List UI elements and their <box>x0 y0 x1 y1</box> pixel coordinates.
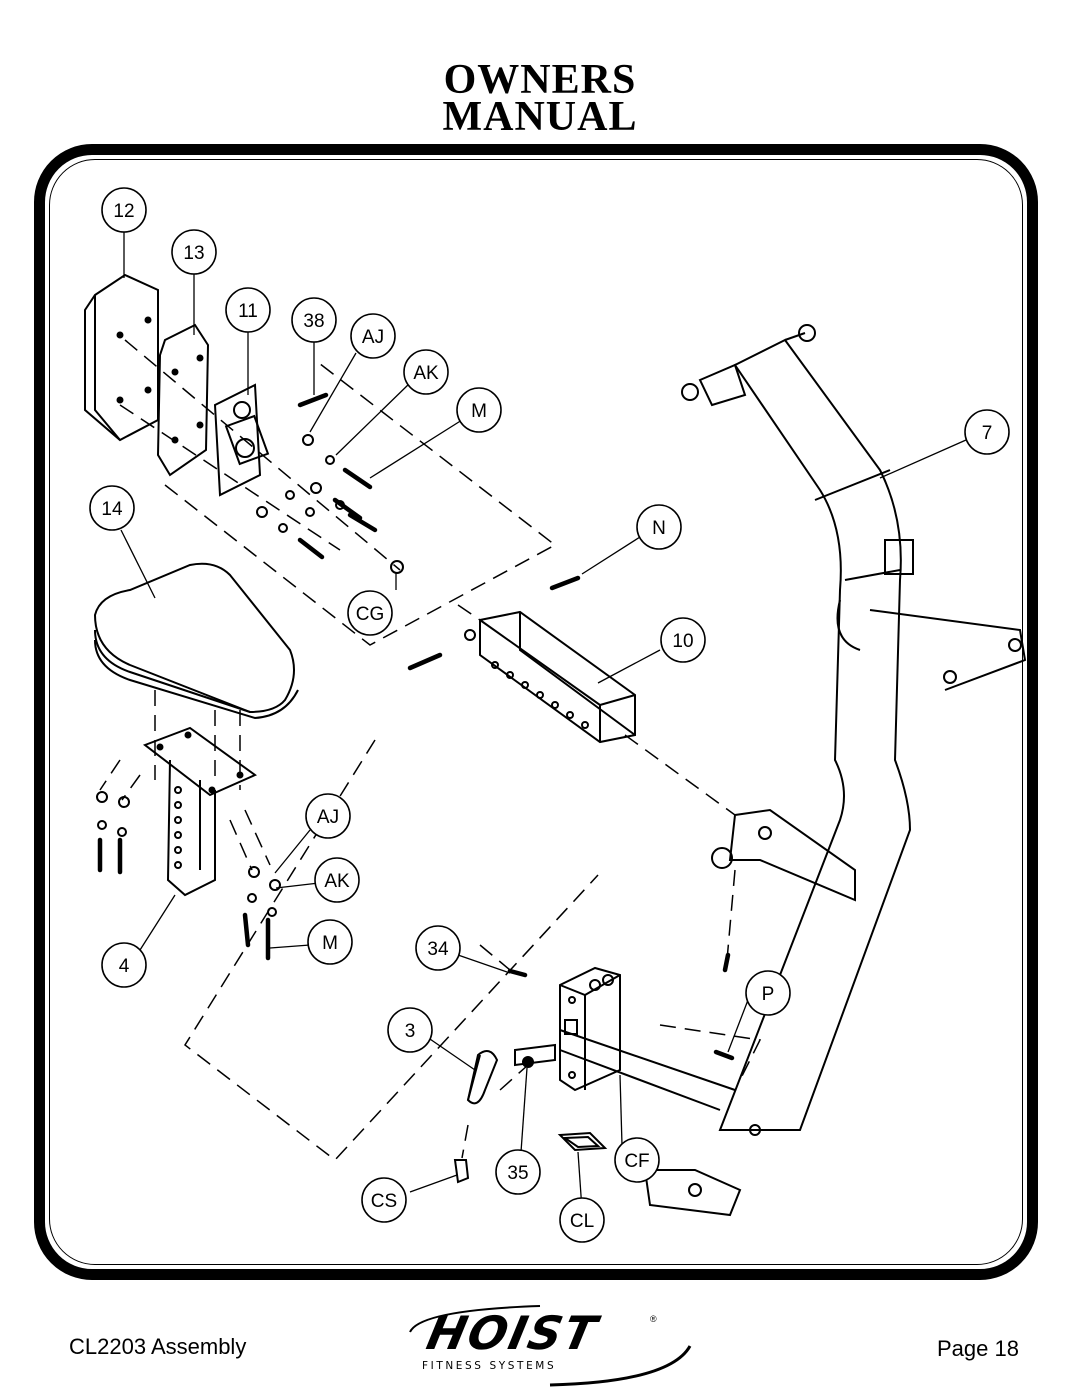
callout-p-circle <box>745 970 791 1016</box>
seat-post-part-4 <box>142 726 257 897</box>
callout-cs: CS <box>371 1191 397 1212</box>
title-line-2: MANUAL <box>442 94 638 140</box>
callout-35: 35 <box>507 1163 528 1184</box>
callout-m-circle <box>456 387 502 433</box>
callout-3-circle <box>387 1007 433 1053</box>
callout-m: M <box>471 401 487 422</box>
callout-34: 34 <box>427 939 449 960</box>
callout-3: 3 <box>405 1021 416 1042</box>
callout-10: 10 <box>672 631 693 652</box>
logo-registered-mark: ® <box>650 1314 657 1324</box>
callout-cg: CG <box>356 604 385 625</box>
title-line-1: OWNERS <box>443 57 637 103</box>
callout-4: 4 <box>119 956 130 977</box>
callout-cf: CF <box>624 1151 649 1172</box>
plate-35 <box>514 1043 556 1067</box>
callout-12-circle <box>101 187 147 233</box>
callout-n: N <box>652 518 666 539</box>
callout-10-circle <box>660 617 706 663</box>
back-pad-part-12 <box>84 273 159 442</box>
slider-bracket-part <box>559 966 621 1092</box>
callout-cl: CL <box>570 1211 594 1232</box>
callout-35-circle <box>495 1149 541 1195</box>
foot-cap-cl <box>557 1131 608 1152</box>
callout-11: 11 <box>238 301 258 322</box>
callout-13: 13 <box>183 243 204 264</box>
logo-swoosh-icon <box>409 1305 692 1387</box>
logo-tagline: FITNESS SYSTEMS <box>422 1360 557 1372</box>
footer-model-label: CL2203 Assembly <box>69 1334 247 1359</box>
callout-cs-circle <box>361 1177 407 1223</box>
cap-cs <box>453 1159 470 1184</box>
callout-cl-circle <box>559 1197 605 1243</box>
callout-ak2-circle <box>314 857 360 903</box>
diagram-frame <box>34 144 1038 1280</box>
page-number: Page 18 <box>937 1336 1019 1361</box>
callout-m-2: M <box>322 933 338 954</box>
callout-p: P <box>762 984 775 1005</box>
callout-cg-circle <box>347 590 393 636</box>
callout-34-circle <box>415 925 461 971</box>
callout-38: 38 <box>303 311 324 332</box>
callout-m2-circle <box>307 919 353 965</box>
callout-cf-circle <box>614 1137 660 1183</box>
callout-38-circle <box>291 297 337 343</box>
callout-14: 14 <box>101 499 123 520</box>
pop-pin-knob-part-3 <box>466 1050 499 1105</box>
callout-11-circle <box>225 287 271 333</box>
callout-7-circle <box>964 409 1010 455</box>
callout-12: 12 <box>113 201 134 222</box>
callout-ak: AK <box>413 363 439 384</box>
seat-tube-part-10 <box>464 610 636 744</box>
callout-7: 7 <box>982 423 993 444</box>
seat-pad-part-14 <box>93 562 299 720</box>
logo-wordmark: HOIST <box>422 1306 603 1360</box>
callout-14-circle <box>89 485 135 531</box>
callout-4-circle <box>101 942 147 988</box>
hoist-logo: HOIST ® FITNESS SYSTEMS <box>400 1300 700 1390</box>
callout-ak-2: AK <box>324 871 350 892</box>
callout-n-circle <box>636 504 682 550</box>
main-frame-part-7 <box>559 324 1027 1217</box>
callout-aj: AJ <box>362 327 384 348</box>
callout-13-circle <box>171 229 217 275</box>
pad-bracket-part-11 <box>213 383 270 497</box>
callout-aj2-circle <box>305 793 351 839</box>
pad-plate-part-13 <box>156 323 210 477</box>
callout-aj-2: AJ <box>317 807 339 828</box>
callout-ak-circle <box>403 349 449 395</box>
callout-aj-circle <box>350 313 396 359</box>
